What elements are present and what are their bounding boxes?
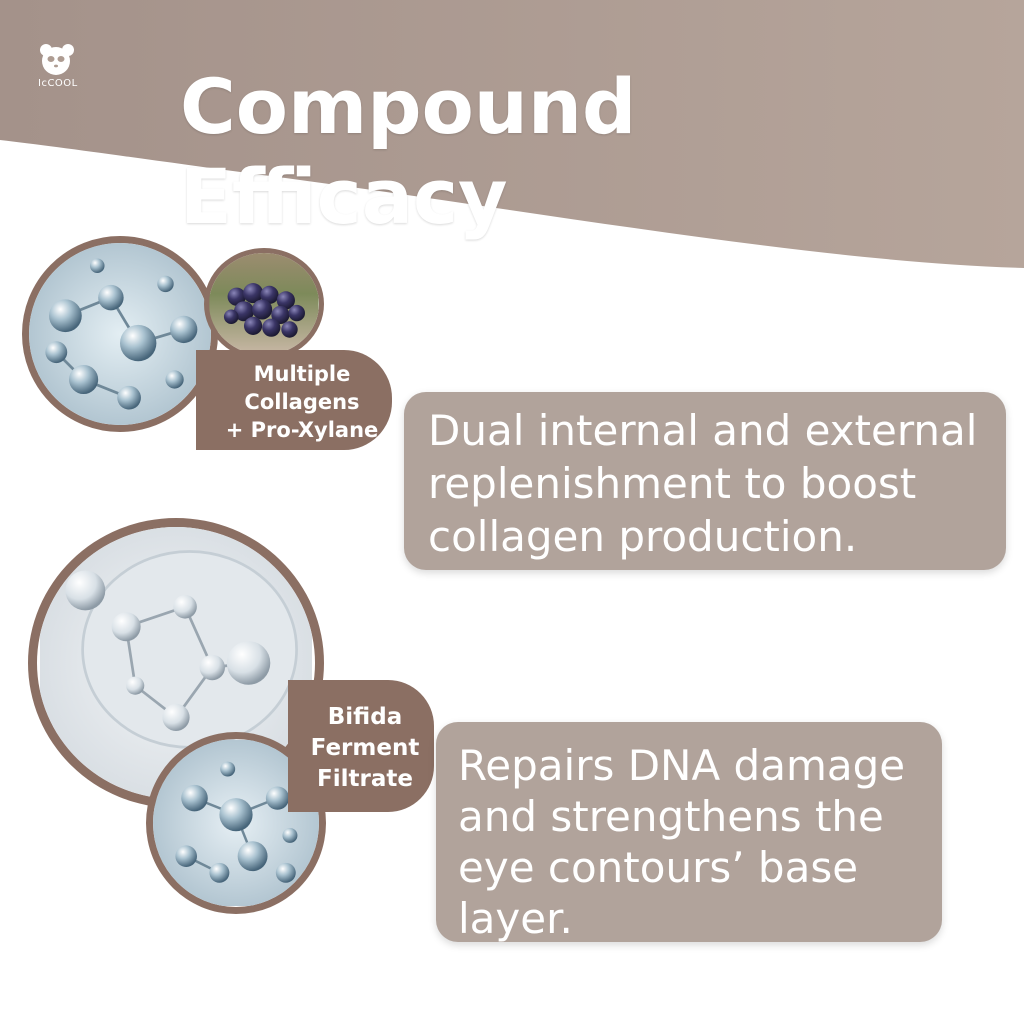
ingredient-line: Ferment [310, 735, 420, 761]
brand-logo-text: IcCOOL [38, 78, 78, 89]
description-line: Dual internal and external [428, 406, 978, 455]
description-card-collagens: Dual internal and external replenishment… [404, 392, 1006, 570]
brand-logo [40, 44, 74, 75]
molecule-spheres-image [22, 236, 218, 432]
description-card-bifida: Repairs DNA damage and strengthens the e… [436, 722, 942, 943]
ingredient-tag-bifida: Bifida Ferment Filtrate [288, 680, 434, 812]
header-band [0, 0, 1024, 268]
page-title: Compound Efficacy [180, 62, 637, 241]
description-line: and strengthens the [458, 792, 884, 841]
ingredient-line: + Pro-Xylane [225, 418, 379, 442]
description-line: replenishment to boost [428, 459, 917, 508]
ingredient-line: Collagens [244, 390, 360, 414]
molecule-spheres-image [146, 732, 326, 914]
ingredient-line: Bifida [327, 704, 403, 730]
description-line: Repairs DNA damage [458, 741, 906, 790]
ingredient-line: Multiple [253, 362, 351, 386]
ingredient-line: Filtrate [317, 766, 413, 792]
description-line: collagen production. [428, 512, 858, 561]
description-line: eye contours’ base [458, 843, 859, 892]
grapes-image [204, 248, 324, 360]
ingredient-tag-collagens: Multiple Collagens + Pro-Xylane [196, 350, 392, 450]
description-line: layer. [458, 894, 573, 943]
